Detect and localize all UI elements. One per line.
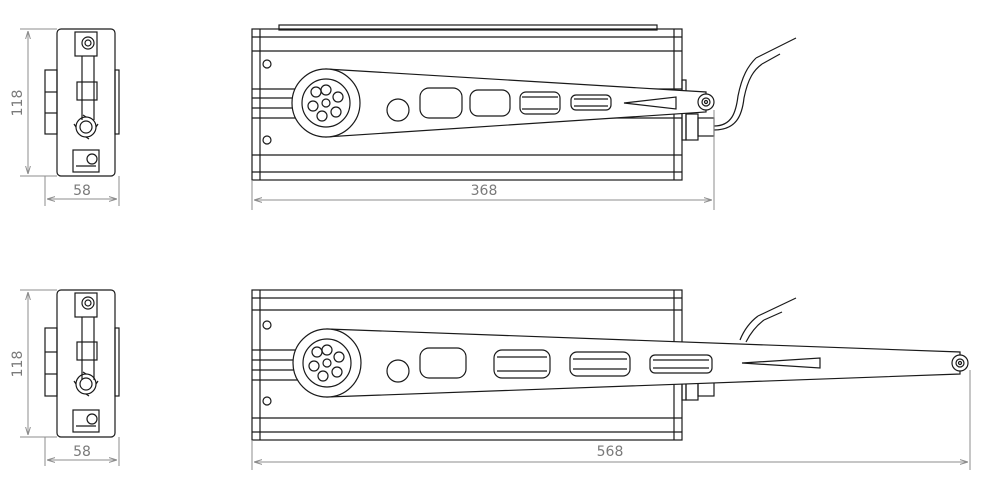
top-height-dimension xyxy=(20,28,57,177)
bottom-main-view xyxy=(251,289,969,441)
bottom-side-width-dimension xyxy=(44,437,120,466)
bottom-height-label: 118 xyxy=(10,351,26,378)
top-side-view xyxy=(44,28,120,177)
bottom-length-label: 568 xyxy=(597,444,624,460)
top-main-view xyxy=(251,24,797,181)
top-view-set: 118 58 xyxy=(10,24,797,210)
top-length-dimension xyxy=(251,110,715,210)
top-length-label: 368 xyxy=(471,183,498,199)
bottom-side-view xyxy=(44,289,120,438)
top-height-label: 118 xyxy=(10,90,26,117)
top-side-width-dimension xyxy=(44,176,120,206)
top-side-width-label: 58 xyxy=(73,183,91,199)
bottom-view-set: 118 58 xyxy=(10,289,971,470)
bottom-height-dimension xyxy=(20,289,57,438)
bottom-length-dimension xyxy=(251,370,971,470)
bottom-side-width-label: 58 xyxy=(73,444,91,460)
